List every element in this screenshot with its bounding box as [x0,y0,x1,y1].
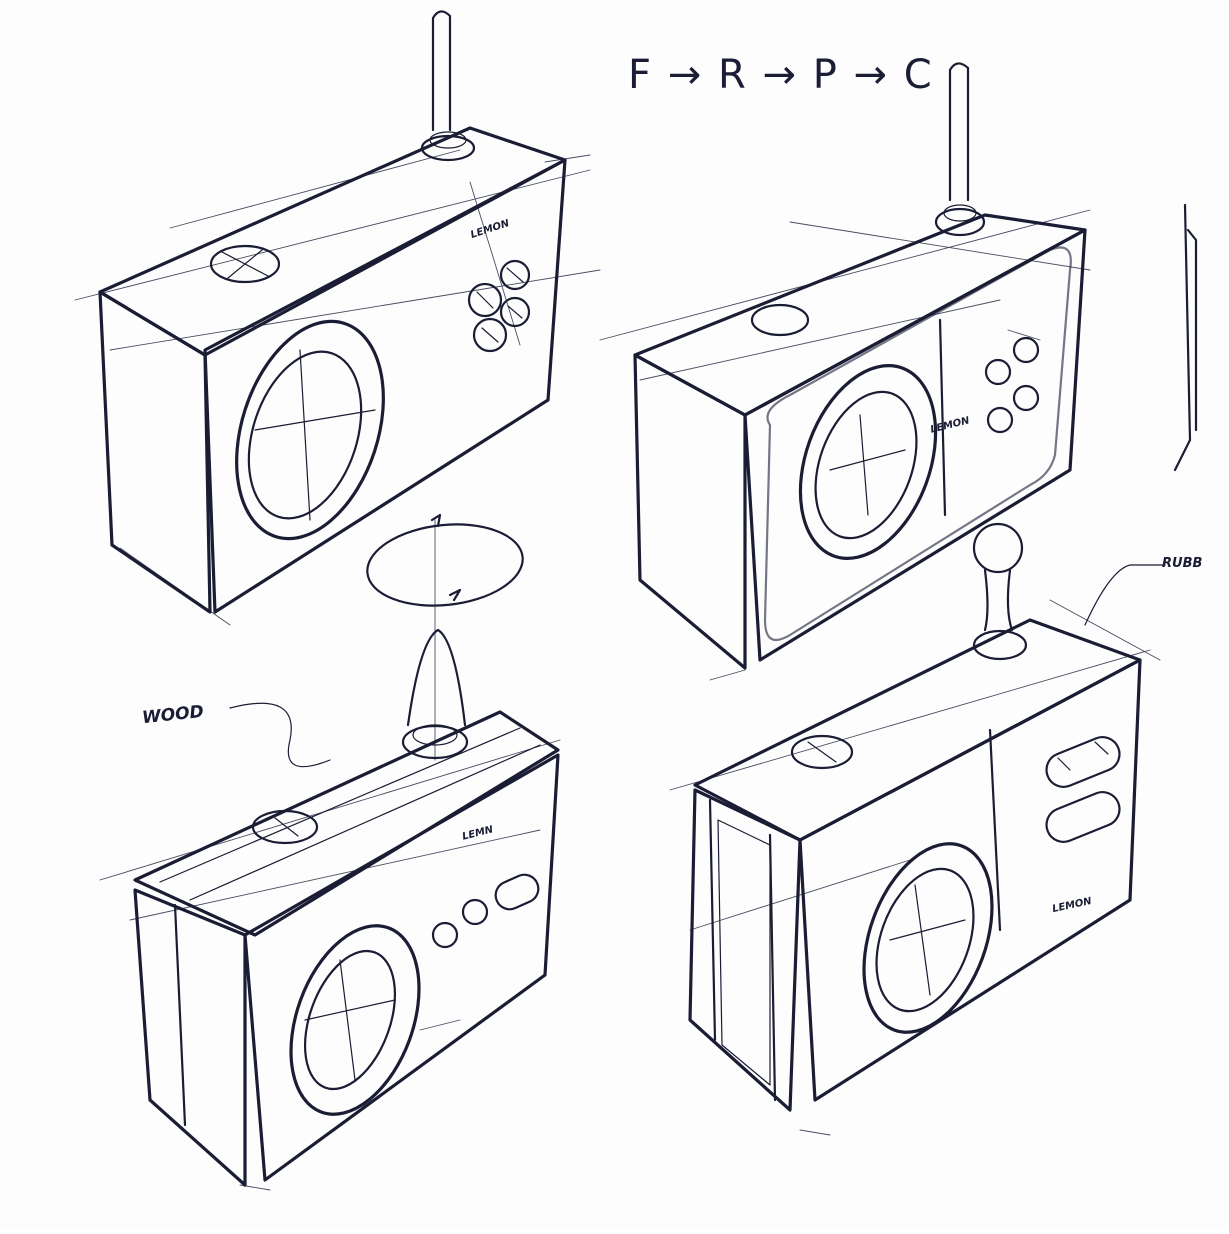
sketch-radio-top-left [74,10,601,626]
process-formula: F → R → P → C [628,52,934,98]
sketch-radio-bottom-left [99,513,561,1191]
rubber-annotation: RUBB [1162,556,1203,571]
sketch-radio-bottom-right [669,522,1166,1136]
sketch-radio-top-right [599,62,1198,681]
